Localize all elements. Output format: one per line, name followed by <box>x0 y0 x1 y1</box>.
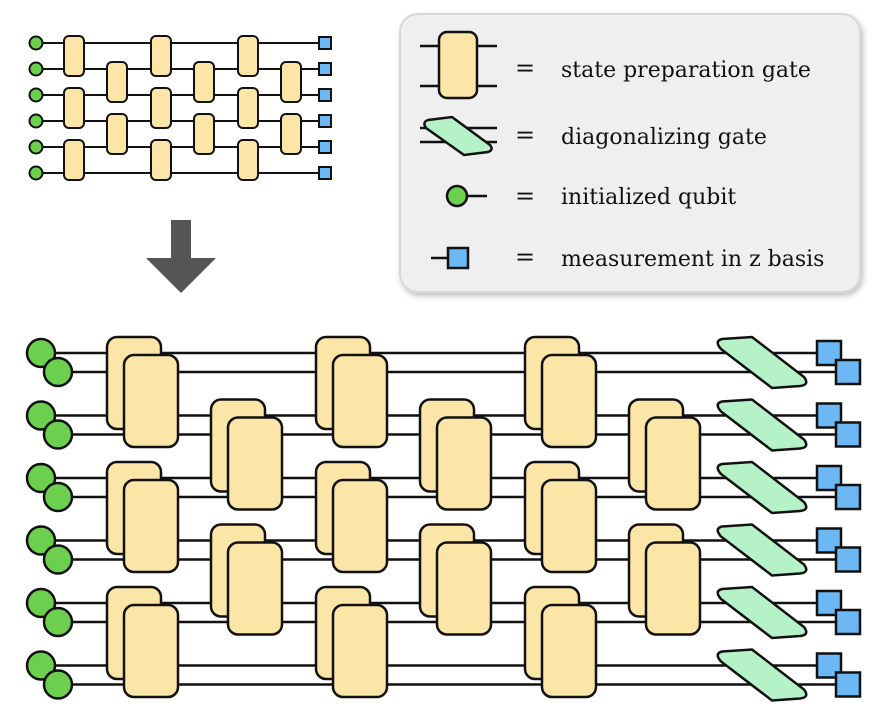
state-preparation-gate <box>122 603 180 699</box>
diagonalizing-gate <box>716 335 808 390</box>
small-state-preparation-gate <box>237 87 259 129</box>
small-measurement-icon <box>318 166 332 180</box>
qubit-icon <box>42 419 74 450</box>
state-preparation-gate <box>331 603 389 699</box>
small-state-preparation-gate <box>193 61 215 103</box>
down-arrow-icon <box>146 220 216 293</box>
small-measurement-icon <box>318 114 332 128</box>
state-preparation-gate <box>644 541 702 636</box>
legend-equals-1: = <box>515 54 535 82</box>
measurement-icon <box>834 483 862 511</box>
small-state-preparation-gate <box>237 35 259 77</box>
small-measurement-icon <box>318 62 332 76</box>
measurement-icon <box>834 546 862 573</box>
state-preparation-gate <box>644 416 702 511</box>
state-preparation-gate <box>122 478 180 574</box>
small-state-preparation-gate <box>150 87 172 129</box>
small-state-preparation-gate <box>106 61 128 103</box>
legend-equals-2: = <box>515 121 535 149</box>
legend: = state preparation gate = diagonalizing… <box>399 13 861 293</box>
small-state-preparation-gate <box>150 35 172 77</box>
qubit-icon <box>25 587 57 619</box>
measurement-icon <box>834 608 862 636</box>
small-qubit-icon <box>28 35 44 51</box>
qubit-icon <box>25 650 57 681</box>
state-preparation-gate <box>435 541 493 636</box>
small-measurement-icon <box>318 140 332 154</box>
state-preparation-gate <box>331 478 389 574</box>
legend-label-initialized-qubit: initialized qubit <box>561 185 736 210</box>
qubit-icon <box>42 669 74 700</box>
qubit-icon <box>42 544 74 575</box>
small-circuit <box>28 35 332 181</box>
legend-label-measurement: measurement in z basis <box>561 247 824 272</box>
measurement-icon <box>834 421 862 448</box>
small-state-preparation-gate <box>193 113 215 155</box>
state-preparation-gate <box>540 603 598 699</box>
qubit-icon <box>42 356 74 388</box>
state-preparation-gate <box>226 416 284 511</box>
small-state-preparation-gate <box>63 35 85 77</box>
small-measurement-icon <box>318 88 332 102</box>
initialized-qubit-icon <box>445 184 487 208</box>
small-qubit-icon <box>28 165 44 181</box>
state-preparation-gate <box>540 478 598 574</box>
small-qubit-icon <box>28 87 44 103</box>
measurement-icon <box>834 358 862 386</box>
state-preparation-gate-icon <box>420 30 497 100</box>
legend-equals-3: = <box>515 182 535 210</box>
diagonalizing-gate <box>716 648 808 702</box>
small-state-preparation-gate <box>63 87 85 129</box>
small-qubit-icon <box>28 139 44 155</box>
qubit-icon <box>42 481 74 513</box>
qubit-icon <box>25 400 57 431</box>
diagonalizing-gate <box>716 460 808 515</box>
diagonalizing-gate <box>716 585 808 640</box>
qubit-icon <box>25 525 57 556</box>
diagonalizing-gate <box>716 523 808 577</box>
small-state-preparation-gate <box>106 113 128 155</box>
state-preparation-gate <box>226 541 284 636</box>
state-preparation-gate <box>331 353 389 449</box>
state-preparation-gate <box>122 353 180 449</box>
measurement-icon <box>431 246 470 270</box>
qubit-icon <box>25 462 57 494</box>
small-qubit-icon <box>28 61 44 77</box>
big-circuit <box>25 335 862 702</box>
small-state-preparation-gate <box>150 139 172 181</box>
small-qubit-icon <box>28 113 44 129</box>
legend-label-diagonalizing: diagonalizing gate <box>561 125 767 150</box>
legend-label-state-preparation: state preparation gate <box>561 58 811 83</box>
small-measurement-icon <box>318 36 332 50</box>
small-state-preparation-gate <box>63 139 85 181</box>
small-state-preparation-gate <box>280 113 302 155</box>
small-state-preparation-gate <box>237 139 259 181</box>
measurement-icon <box>834 671 862 698</box>
state-preparation-gate <box>435 416 493 511</box>
qubit-icon <box>42 606 74 638</box>
legend-equals-4: = <box>515 243 535 271</box>
qubit-icon <box>25 337 57 369</box>
diagonalizing-gate-icon <box>420 115 497 157</box>
diagonalizing-gate <box>716 398 808 452</box>
small-state-preparation-gate <box>280 61 302 103</box>
state-preparation-gate <box>540 353 598 449</box>
